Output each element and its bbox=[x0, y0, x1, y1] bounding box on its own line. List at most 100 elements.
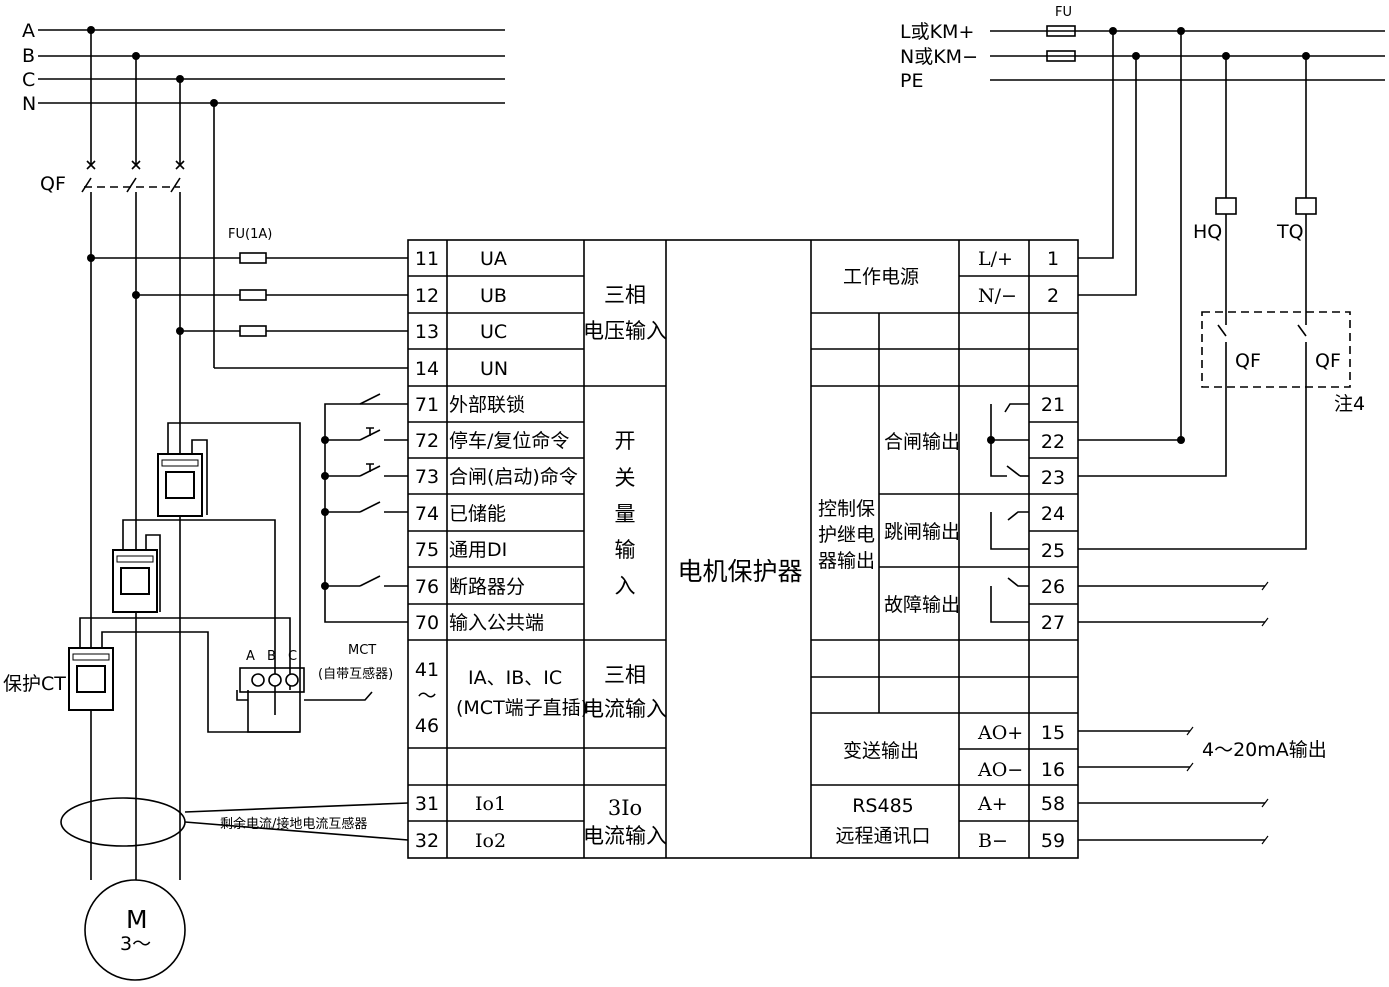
rs-term-num: 58 bbox=[1041, 793, 1065, 815]
ao-term-num: 16 bbox=[1041, 759, 1065, 781]
relay-num: 24 bbox=[1041, 503, 1065, 525]
coil-label-hq: HQ bbox=[1193, 221, 1222, 243]
bus-label-a: A bbox=[22, 20, 35, 42]
term-num: 71 bbox=[415, 394, 439, 416]
term-num: 41 bbox=[415, 659, 439, 681]
term-name: UC bbox=[480, 321, 507, 343]
io-group-1: 3Io bbox=[608, 796, 642, 820]
term-name: Io2 bbox=[475, 830, 506, 852]
term-num: 72 bbox=[415, 430, 439, 452]
power-term-num: 2 bbox=[1047, 285, 1059, 307]
relay-group-2: 护继电 bbox=[818, 524, 875, 546]
ao-term-num: 15 bbox=[1041, 722, 1065, 744]
left-names: UA UB UC UN 外部联锁 停车/复位命令 合闸(启动)命令 已储能 通用… bbox=[449, 248, 588, 852]
term-num: 70 bbox=[415, 612, 439, 634]
term-num: 75 bbox=[415, 539, 439, 561]
analog-output-label: 4～20mA输出 bbox=[1202, 739, 1327, 761]
power-term-label: N/− bbox=[978, 285, 1017, 307]
term-num: 32 bbox=[415, 830, 439, 852]
relay-num: 26 bbox=[1041, 576, 1065, 598]
ao-term-label: AO− bbox=[977, 759, 1023, 781]
relay-group-1: 控制保 bbox=[818, 498, 875, 520]
rs-term-label: B− bbox=[978, 830, 1008, 852]
rs-term-label: A+ bbox=[977, 793, 1008, 815]
motor-phase: 3～ bbox=[120, 933, 151, 955]
note-label: 注4 bbox=[1334, 393, 1365, 415]
qf-left-label: QF bbox=[40, 173, 66, 195]
term-name: 合闸(启动)命令 bbox=[449, 466, 578, 488]
ct-middle bbox=[112, 549, 158, 613]
fu-top-label: FU bbox=[1055, 5, 1072, 20]
relay-num: 21 bbox=[1041, 394, 1065, 416]
close-output-label: 合闸输出 bbox=[884, 431, 960, 453]
residual-ct-label: 剩余电流/接地电流互感器 bbox=[220, 816, 367, 832]
term-num: 14 bbox=[415, 358, 439, 380]
term-num: 73 bbox=[415, 466, 439, 488]
relay-num: 23 bbox=[1041, 467, 1065, 489]
voltage-group-2: 电压输入 bbox=[583, 319, 667, 343]
rs485-line1: RS485 bbox=[852, 795, 914, 817]
term-num: 12 bbox=[415, 285, 439, 307]
mct-subtitle: (自带互感器) bbox=[318, 666, 393, 682]
mct-terminal-b: B bbox=[267, 649, 276, 664]
term-name: 输入公共端 bbox=[449, 612, 544, 634]
switch-group-2: 关 bbox=[615, 466, 636, 490]
term-name: 通用DI bbox=[449, 539, 507, 561]
mct-terminal-c: C bbox=[288, 649, 297, 664]
coil-label-tq: TQ bbox=[1276, 221, 1304, 243]
switch-group-3: 量 bbox=[615, 502, 636, 526]
rs485-line2: 远程通讯口 bbox=[835, 825, 930, 847]
fu-left-label: FU(1A) bbox=[228, 227, 272, 242]
term-name: UB bbox=[480, 285, 507, 307]
term-name: 停车/复位命令 bbox=[449, 430, 569, 452]
bus-label-l: L或KM+ bbox=[900, 21, 974, 43]
device-title: 电机保护器 bbox=[677, 557, 802, 586]
group-labels: 三相 电压输入 开 关 量 输 入 三相 电流输入 3Io 电流输入 bbox=[583, 283, 667, 848]
right-labels: 工作电源 L/+ N/− 1 2 控制保 护继电 器输出 合闸输出 跳闸输出 故… bbox=[818, 221, 1365, 852]
term-name: Io1 bbox=[475, 793, 506, 815]
ao-term-label: AO+ bbox=[977, 722, 1023, 744]
protect-ct-label: 保护CT bbox=[3, 673, 66, 695]
transmit-label: 变送输出 bbox=[843, 740, 919, 762]
term-num: 13 bbox=[415, 321, 439, 343]
term-num: 74 bbox=[415, 503, 439, 525]
bus-label-pe: PE bbox=[900, 70, 923, 92]
power-label: 工作电源 bbox=[843, 266, 919, 288]
switch-group-5: 入 bbox=[615, 574, 636, 598]
left-numbers: 11 12 13 14 71 72 73 74 75 76 70 41 ～ 46… bbox=[415, 248, 439, 852]
qf-contact-2: QF bbox=[1315, 350, 1341, 372]
current-group-1: 三相 bbox=[604, 663, 646, 687]
term-name: UA bbox=[480, 248, 507, 270]
fault-output-label: 故障输出 bbox=[884, 594, 960, 616]
term-name: UN bbox=[480, 358, 508, 380]
term-num: 31 bbox=[415, 793, 439, 815]
current-group-2: 电流输入 bbox=[583, 697, 667, 721]
relay-group-3: 器输出 bbox=[818, 550, 875, 572]
term-name: 断路器分 bbox=[449, 576, 525, 598]
power-term-num: 1 bbox=[1047, 248, 1059, 270]
bus-label-n: N bbox=[22, 93, 36, 115]
term-num: 76 bbox=[415, 576, 439, 598]
switch-group-1: 开 bbox=[615, 429, 636, 453]
term-num: 46 bbox=[415, 715, 439, 737]
bus-label-b: B bbox=[22, 45, 35, 67]
term-name: 外部联锁 bbox=[449, 394, 525, 416]
ct-bottom bbox=[68, 647, 114, 711]
trip-output-label: 跳闸输出 bbox=[884, 521, 960, 543]
relay-num: 25 bbox=[1041, 540, 1065, 562]
relay-num: 27 bbox=[1041, 612, 1065, 634]
bus-label-c: C bbox=[22, 69, 35, 91]
bus-label-n-right: N或KM− bbox=[900, 46, 978, 68]
mct-title: MCT bbox=[348, 643, 376, 658]
switch-group-4: 输 bbox=[615, 538, 636, 562]
io-group-2: 电流输入 bbox=[583, 824, 667, 848]
mct-terminal-a: A bbox=[246, 649, 255, 664]
motor-symbol: M bbox=[126, 905, 148, 934]
ct-top bbox=[157, 453, 203, 517]
current-name-2: (MCT端子直插) bbox=[456, 697, 588, 719]
term-num: ～ bbox=[417, 685, 436, 707]
relay-num: 22 bbox=[1041, 431, 1065, 453]
rs-term-num: 59 bbox=[1041, 830, 1065, 852]
